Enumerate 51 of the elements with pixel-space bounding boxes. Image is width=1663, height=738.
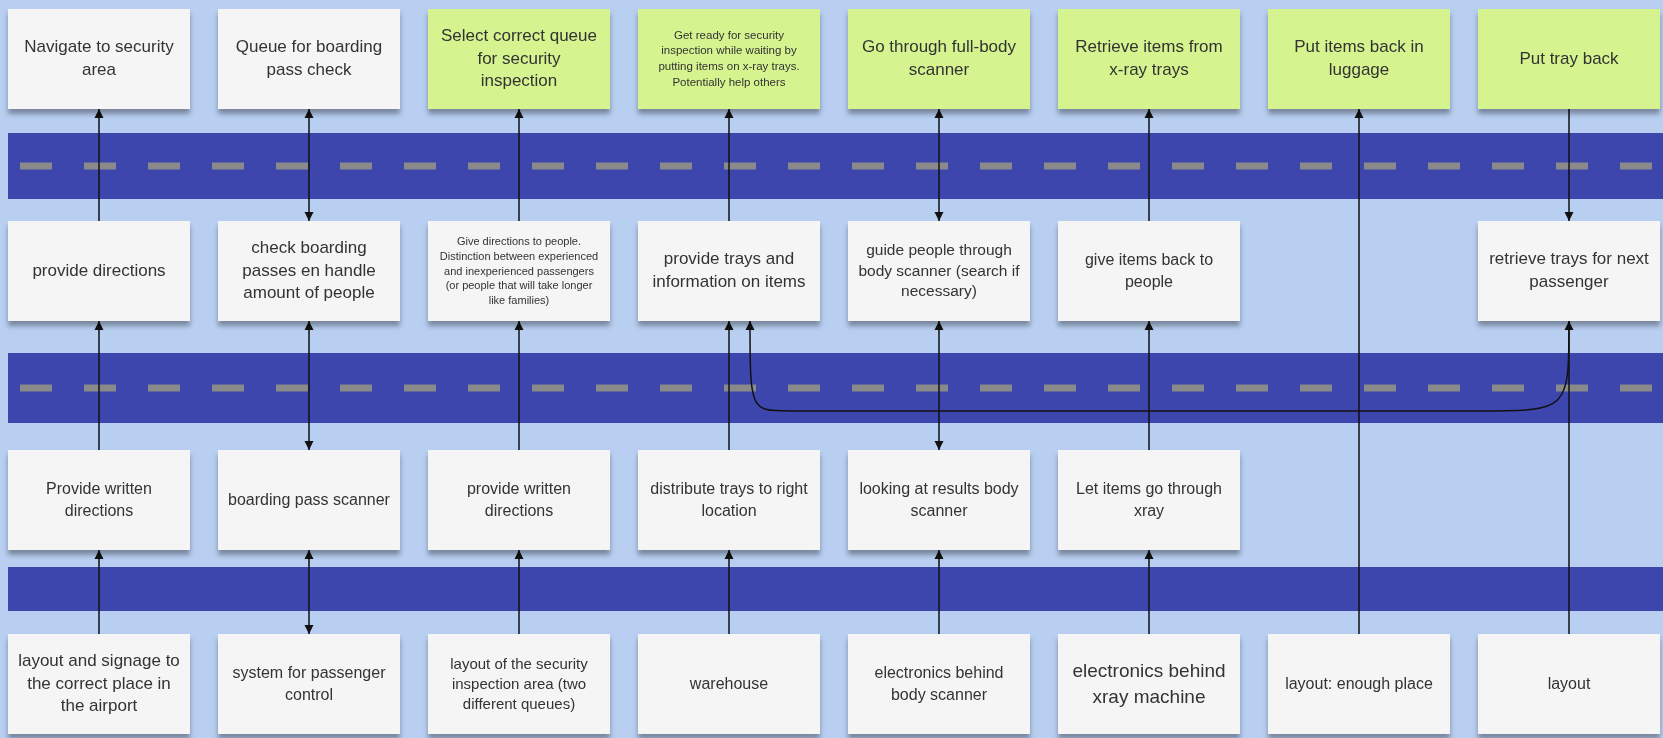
sticky-note: layout of the security inspection area (two different queues) [428, 634, 610, 734]
sticky-note: layout and signage to the correct place in the airport [8, 634, 190, 734]
sticky-note: Provide written directions [8, 450, 190, 550]
sticky-note: warehouse [638, 634, 820, 734]
sticky-note: retrieve trays for next passenger [1478, 221, 1660, 321]
sticky-note: Select correct queue for security inspection [428, 9, 610, 109]
arrow [514, 108, 524, 222]
arrow [1144, 108, 1154, 222]
sticky-note: provide trays and information on items [638, 221, 820, 321]
sticky-note: give items back to people [1058, 221, 1240, 321]
arrow [745, 320, 1570, 412]
arrow [1144, 549, 1154, 635]
arrow [304, 320, 314, 451]
arrow [934, 108, 944, 222]
sticky-note: Put items back in luggage [1268, 9, 1450, 109]
sticky-note: Let items go through xray [1058, 450, 1240, 550]
arrow [514, 320, 524, 451]
sticky-note: provide directions [8, 221, 190, 321]
arrow [304, 549, 314, 635]
arrow [934, 549, 944, 635]
sticky-note: electronics behind xray machine [1058, 634, 1240, 734]
arrow [724, 549, 734, 635]
sticky-note: provide written directions [428, 450, 610, 550]
sticky-note: Queue for boarding pass check [218, 9, 400, 109]
arrow [304, 108, 314, 222]
sticky-note: boarding pass scanner [218, 450, 400, 550]
arrow [94, 320, 104, 451]
sticky-note: Get ready for security inspection while waiting by putting items on x-ray trays. Potentially help others [638, 9, 820, 109]
arrow [94, 108, 104, 222]
sticky-note: electronics behind body scanner [848, 634, 1030, 734]
sticky-note: system for passenger control [218, 634, 400, 734]
arrow [724, 108, 734, 222]
arrow [1564, 108, 1574, 222]
arrow [1354, 108, 1364, 635]
sticky-note: distribute trays to right location [638, 450, 820, 550]
sticky-note: looking at results body scanner [848, 450, 1030, 550]
arrow [1144, 320, 1154, 451]
sticky-note: Navigate to security area [8, 9, 190, 109]
arrow [94, 549, 104, 635]
arrow [724, 320, 734, 451]
sticky-note: Go through full-body scanner [848, 9, 1030, 109]
sticky-note: Retrieve items from x-ray trays [1058, 9, 1240, 109]
sticky-note: Give directions to people. Distinction between experienced and inexperienced passengers (or people that will take longer like families) [428, 221, 610, 321]
arrow [934, 320, 944, 451]
sticky-note: Put tray back [1478, 9, 1660, 109]
sticky-note: layout [1478, 634, 1660, 734]
arrow [1564, 320, 1574, 635]
sticky-note: check boarding passes en handle amount of people [218, 221, 400, 321]
sticky-note: layout: enough place [1268, 634, 1450, 734]
arrow [514, 549, 524, 635]
sticky-note: guide people through body scanner (search if necessary) [848, 221, 1030, 321]
